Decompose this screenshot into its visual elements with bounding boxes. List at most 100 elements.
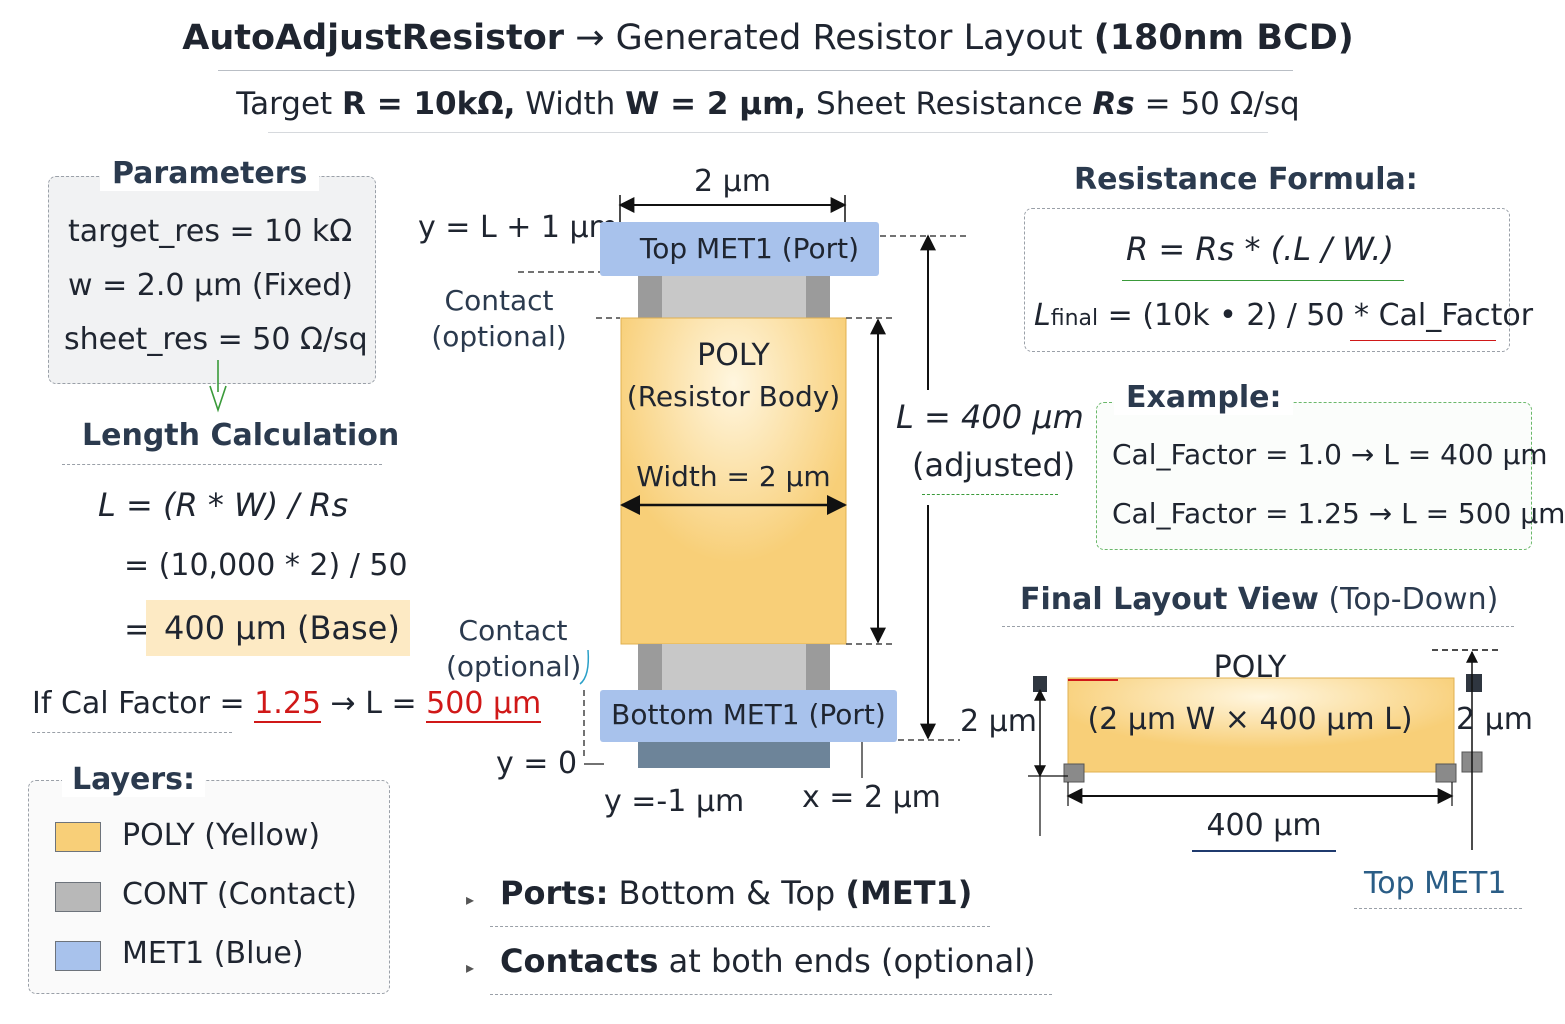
- example-line-1: Cal_Factor = 1.0 → L = 400 μm: [1112, 438, 1548, 471]
- bottom-met1-label: Bottom MET1 (Port): [611, 698, 886, 731]
- top-width-label: 2 μm: [694, 164, 771, 199]
- spec-rs: Rs: [1092, 86, 1135, 122]
- final-left-dim-label: 2 μm: [960, 704, 1037, 739]
- cal-factor-line: If Cal Factor = 1.25 → L = 500 μm: [32, 686, 542, 723]
- note-ports-bold: Ports:: [500, 874, 609, 912]
- note-ports-tail: (MET1): [845, 874, 973, 912]
- length-formula: L = (R * W) / Rs: [98, 486, 349, 524]
- layer-met1-label: MET1 (Blue): [122, 936, 304, 971]
- note-ports: Ports: Bottom & Top (MET1): [500, 874, 972, 912]
- final-view-heading-bold: Final Layout View: [1020, 582, 1319, 617]
- length-adjusted-label: (adjusted): [912, 446, 1076, 484]
- y-zero-label: y = 0: [496, 746, 578, 781]
- contact-bottom-leader: [579, 649, 590, 685]
- contact-top-line1: Contact: [444, 284, 554, 317]
- contact-top-line2: (optional): [431, 320, 567, 353]
- length-adjusted-underline: [922, 494, 1058, 495]
- note-ports-rest: Bottom & Top: [618, 874, 836, 912]
- title-underline: [218, 70, 1293, 71]
- cal-factor-underline: [32, 732, 232, 733]
- top-contact-middle: [662, 274, 806, 320]
- final-view-underline: [1002, 626, 1514, 627]
- spec-rs-value: = 50 Ω/sq: [1144, 86, 1300, 122]
- spec-line: Target R = 10kΩ, Width W = 2 μm, Sheet R…: [0, 86, 1536, 122]
- poly-body: [620, 317, 847, 645]
- poly-title: POLY: [697, 338, 770, 373]
- layer-poly-label: POLY (Yellow): [122, 818, 321, 853]
- param-sheet-res: sheet_res = 50 Ω/sq: [64, 322, 368, 357]
- final-top-met1-underline: [1354, 908, 1522, 909]
- met1-swatch: [55, 941, 101, 971]
- title-middle: → Generated Resistor Layout: [575, 18, 1083, 58]
- formula-heading: Resistance Formula:: [1074, 162, 1418, 197]
- contact-swatch: [55, 882, 101, 912]
- note-ports-underline: [490, 926, 990, 927]
- spec-r: R = 10kΩ,: [342, 86, 516, 122]
- note-contacts-bold: Contacts: [500, 942, 659, 980]
- formula-box: [1024, 208, 1510, 352]
- bottom-met1-port: [600, 690, 897, 742]
- layer-contact-label: CONT (Contact): [122, 877, 357, 912]
- note-bullet-icon: ▸: [466, 958, 475, 977]
- x-two-label: x = 2 μm: [802, 780, 941, 815]
- length-calc-underline: [62, 464, 382, 465]
- length-result-note: (Base): [296, 609, 400, 647]
- length-result-value: 400 μm: [164, 609, 287, 647]
- top-met1-label: Top MET1 (Port): [639, 232, 860, 265]
- length-result-highlight: [146, 600, 410, 656]
- parameters-box: [48, 176, 376, 384]
- spec-w: W = 2 μm,: [625, 86, 807, 122]
- contact-bottom-line1: Contact: [458, 614, 568, 647]
- spec-sheet-label: Sheet Resistance: [816, 86, 1083, 122]
- formula-eq2-rest: = (10k • 2) / 50 *: [1107, 298, 1370, 333]
- bottom-base-bar: [638, 740, 830, 768]
- final-top-met1-label: Top MET1: [1364, 866, 1507, 901]
- param-target-res: target_res = 10 kΩ: [68, 214, 353, 249]
- final-poly-dims: (2 μm W × 400 μm L): [1087, 702, 1413, 737]
- title-component: AutoAdjustResistor: [182, 18, 565, 58]
- formula-eq2-l: L: [1034, 298, 1051, 333]
- example-heading: Example:: [1114, 380, 1294, 415]
- cal-factor-value: 1.25: [254, 686, 321, 723]
- top-met1-port: [600, 222, 879, 276]
- bottom-contact-left: [638, 644, 662, 690]
- note-contacts-underline: [490, 994, 1052, 995]
- parameters-heading: Parameters: [100, 156, 320, 191]
- length-step: = (10,000 * 2) / 50: [124, 548, 408, 583]
- formula-eq1: R = Rs * (.L / W.): [1126, 230, 1394, 268]
- example-box: [1096, 402, 1532, 550]
- bottom-contact-right: [806, 644, 830, 690]
- poly-swatch: [55, 822, 101, 852]
- layers-heading: Layers:: [62, 762, 205, 797]
- page-title: AutoAdjustResistor → Generated Resistor …: [0, 18, 1536, 58]
- poly-subtitle: (Resistor Body): [626, 380, 841, 413]
- title-node: (180nm BCD): [1093, 18, 1354, 58]
- final-view-heading-rest: (Top-Down): [1328, 582, 1499, 617]
- length-value-label: L = 400 μm: [896, 398, 1084, 436]
- example-line-2: Cal_Factor = 1.25 → L = 500 μm: [1112, 497, 1565, 530]
- spec-target: Target: [236, 86, 333, 122]
- final-view-heading: Final Layout View (Top-Down): [1020, 582, 1498, 617]
- note-bullet-icon: ▸: [466, 890, 475, 909]
- cal-factor-prefix: If Cal Factor =: [32, 686, 245, 721]
- final-right-dim-label: 2 μm: [1456, 702, 1533, 737]
- final-bottom-dim-label: 400 μm: [1206, 808, 1322, 843]
- poly-width-label: Width = 2 μm: [636, 460, 831, 493]
- params-arrow: [209, 360, 227, 413]
- length-calc-heading: Length Calculation: [82, 418, 400, 453]
- final-poly-label: POLY: [1213, 650, 1287, 685]
- final-contact-bl: [1063, 763, 1085, 783]
- spec-width-label: Width: [525, 86, 616, 122]
- top-contact-left: [638, 274, 662, 320]
- formula-eq2-sub: final: [1050, 306, 1099, 331]
- final-poly-rect: [1067, 677, 1455, 773]
- spec-underline: [268, 132, 1268, 133]
- cal-factor-arrow: → L =: [330, 686, 417, 721]
- formula-eq2: Lfinal = (10k • 2) / 50 * Cal_Factor: [1034, 298, 1533, 333]
- final-contact-br: [1435, 763, 1457, 783]
- y-minus-label: y =-1 μm: [604, 784, 745, 819]
- final-bottom-dim-underline: [1192, 850, 1336, 852]
- note-contacts-rest: at both ends (optional): [668, 942, 1036, 980]
- cal-factor-result: 500 μm: [426, 686, 542, 723]
